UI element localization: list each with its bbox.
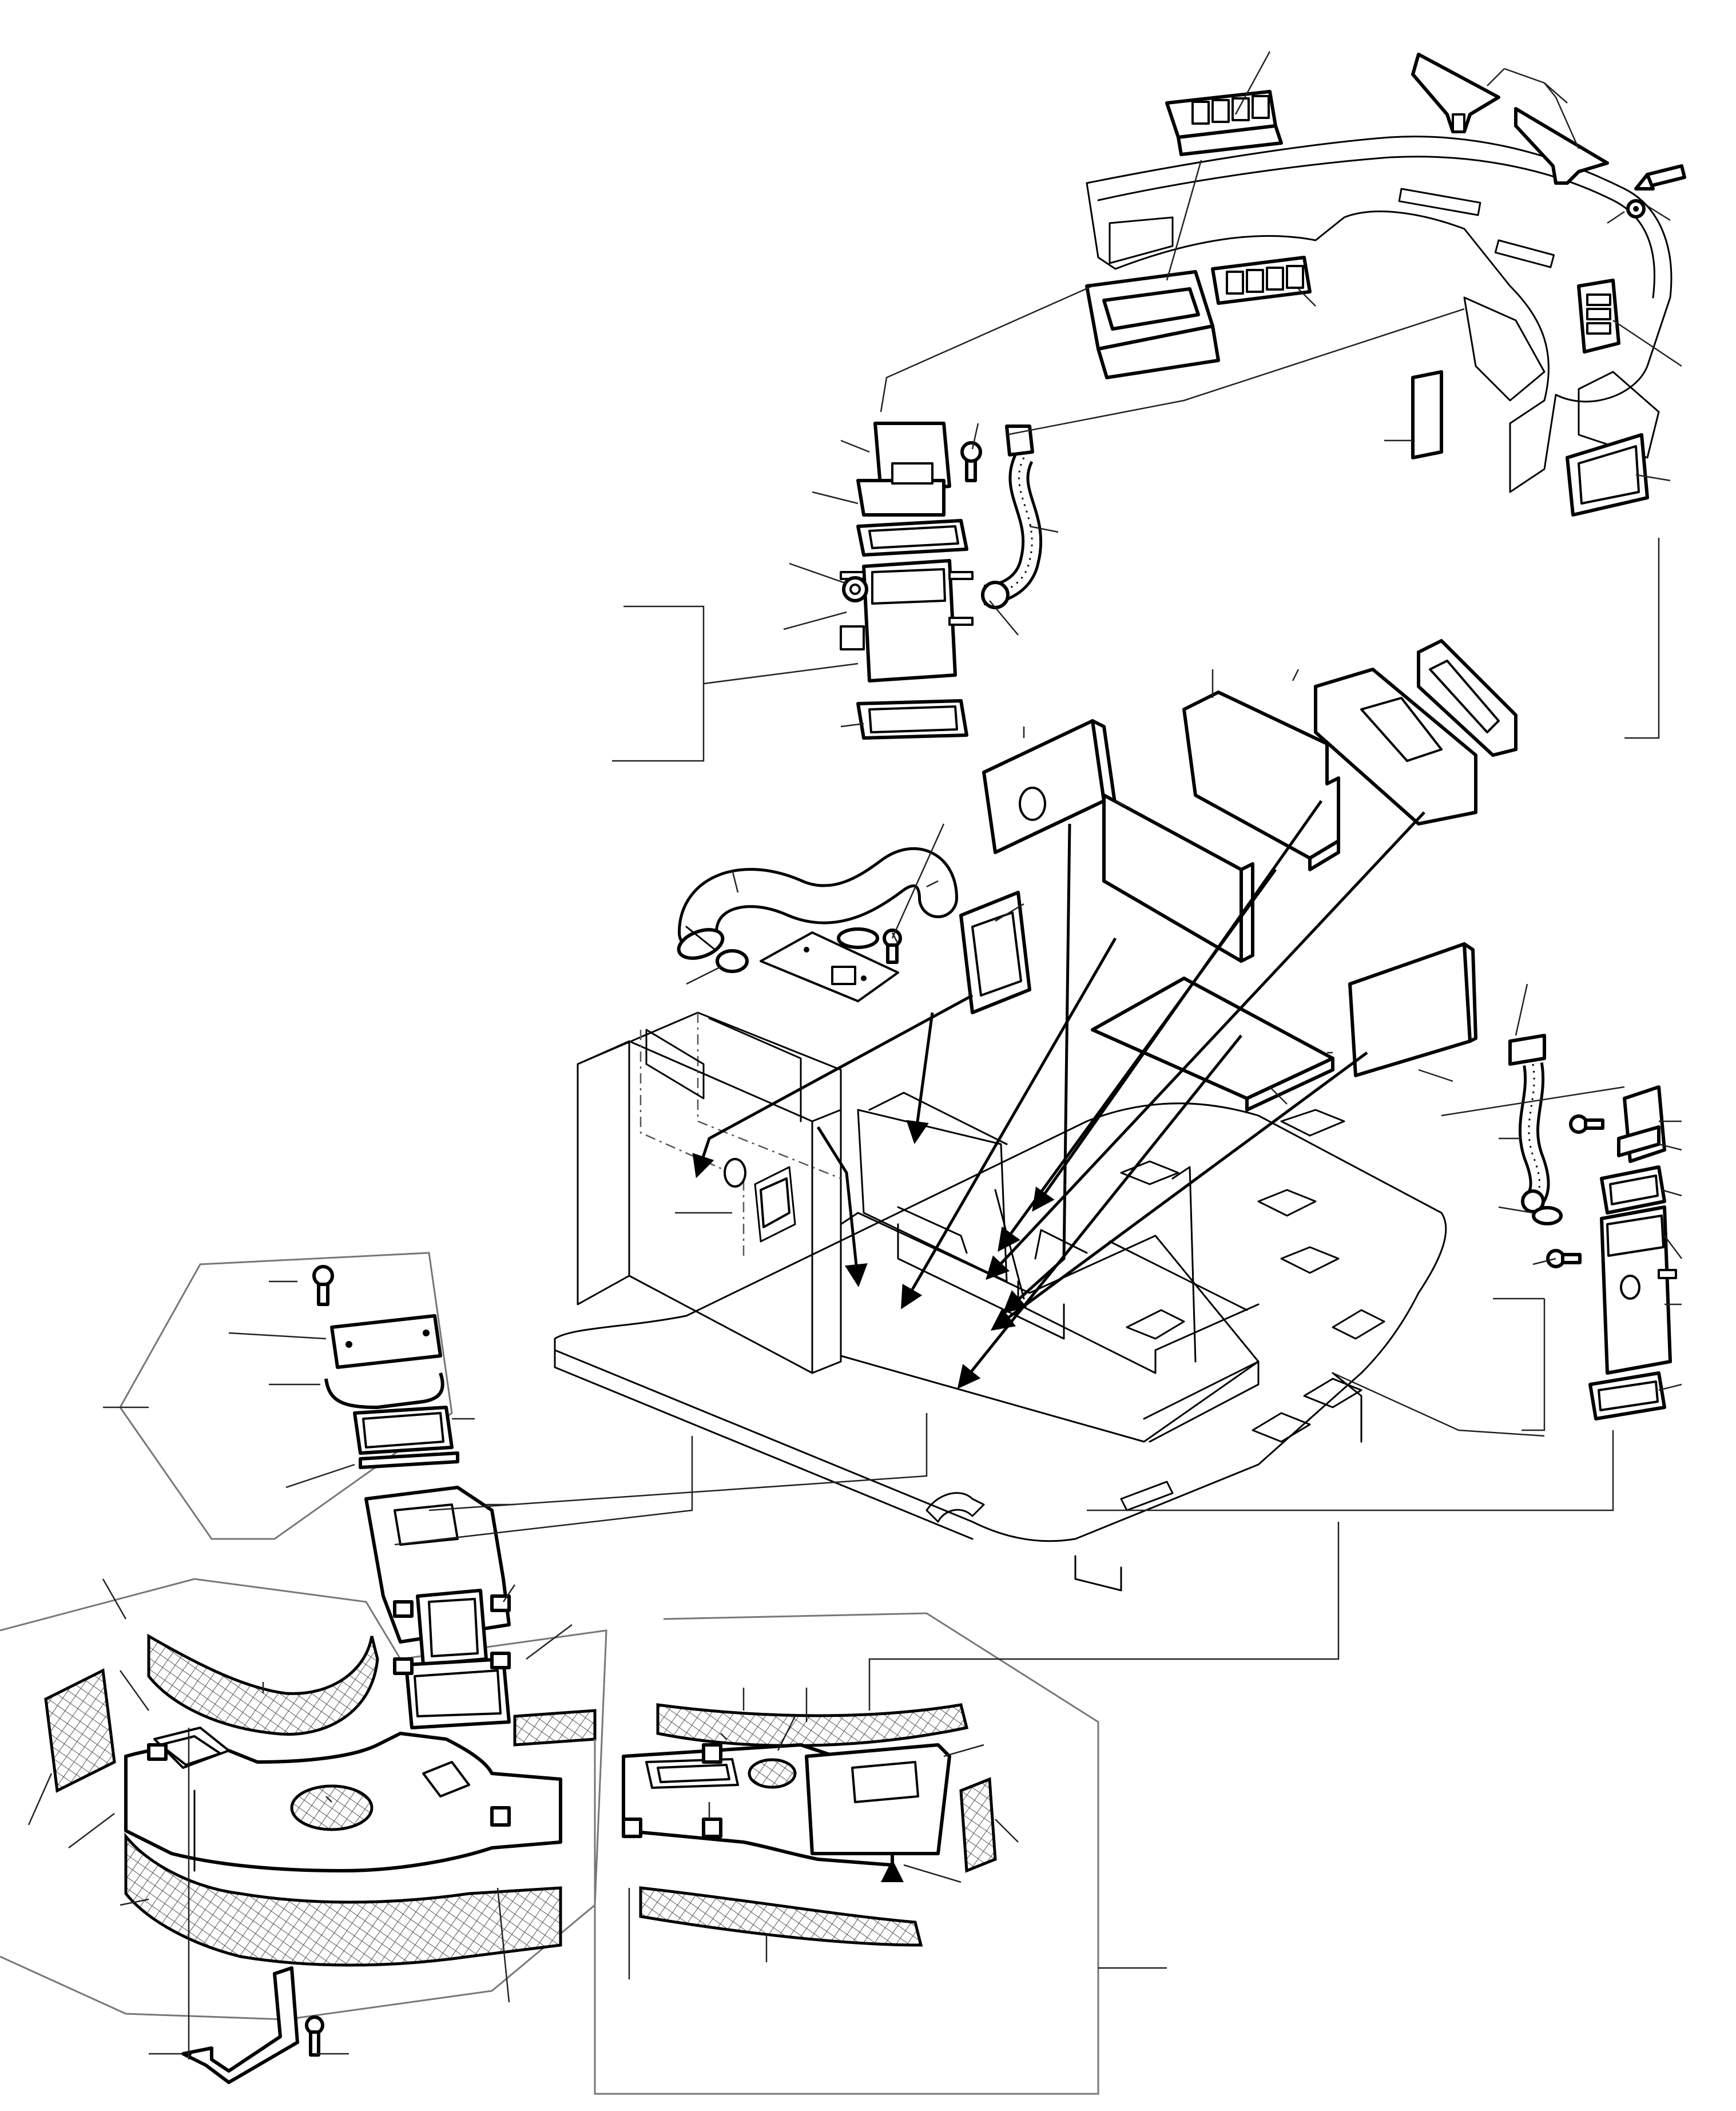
- floor-cutout-2: [1120, 1481, 1174, 1511]
- hose-clamp-left: [716, 949, 749, 973]
- dashboard-outline: [1086, 136, 1673, 493]
- straight-duct: [622, 1743, 951, 1867]
- bracket-plate: [330, 1314, 442, 1369]
- floor-cutout-4: [1303, 1378, 1362, 1408]
- defroster-nozzle-right: [1514, 107, 1609, 185]
- right-duct-stack: [1493, 538, 1677, 1431]
- left-lower-border: [0, 1578, 607, 2021]
- insulation-strip-bottom: [639, 1886, 923, 1947]
- filter-pad: [959, 1777, 997, 1873]
- nozzle: [1508, 1034, 1546, 1066]
- support-bracket: [181, 1966, 299, 2084]
- panel-window: [1314, 668, 1477, 826]
- floor-cutout-8: [1120, 1160, 1179, 1185]
- vent-grille-left: [1165, 90, 1283, 156]
- dash-slot-left: [1398, 188, 1481, 216]
- clamp-right: [1532, 1206, 1563, 1225]
- leader-lines: [27, 51, 1682, 2060]
- rect-outlet: [1085, 270, 1220, 379]
- floor-cutout-9: [1332, 1309, 1385, 1340]
- flow-arrows: [692, 800, 1425, 1389]
- left-lower-duct: [0, 1486, 607, 2084]
- group-bracket-upper: [612, 605, 705, 762]
- insulation-strip-top: [656, 1703, 969, 1747]
- nozzle-top-right: [1617, 1085, 1666, 1163]
- left-bracket-inset: [119, 1252, 459, 1540]
- right-lower-duct: [594, 1612, 1099, 2095]
- trim-piece: [1411, 370, 1443, 459]
- bolt-right: [1569, 1114, 1604, 1134]
- hose-clamp-right: [837, 927, 879, 949]
- floor-plate: [554, 1102, 1447, 1542]
- u-clamp: [324, 1372, 444, 1409]
- flexible-hose: [981, 424, 1043, 609]
- floor-cutout-10: [1126, 1309, 1185, 1340]
- duct-body-right: [1600, 1205, 1677, 1375]
- riser: [364, 1486, 511, 1729]
- dashboard-inner: [1097, 156, 1655, 299]
- heater-box: [677, 847, 1031, 1014]
- console-housing: [577, 1011, 842, 1374]
- floor-cutout-7: [1280, 1109, 1345, 1137]
- bolt-small: [960, 441, 982, 482]
- duct-body: [840, 559, 974, 682]
- clip: [842, 576, 868, 602]
- duct-head: [856, 422, 951, 517]
- dash-side-panel: [1463, 296, 1546, 402]
- floor-base: [554, 1011, 1447, 1592]
- cover-plate: [760, 931, 899, 1002]
- right-gasket: [1566, 433, 1649, 517]
- screw: [1634, 164, 1686, 191]
- floor-cutout-1: [925, 1492, 985, 1523]
- insulation-pad-left: [44, 1668, 116, 1793]
- dash-corner: [1578, 371, 1660, 459]
- insulation-curve-bottom: [124, 1832, 562, 1967]
- square-gasket: [959, 891, 1031, 1014]
- dashboard-group: [1085, 53, 1686, 517]
- vent-grille-center: [1211, 256, 1312, 305]
- dash-slot-right: [1494, 239, 1555, 268]
- main-hose: [677, 847, 958, 960]
- floor-cutout-3: [1252, 1412, 1311, 1443]
- dash-vent-opening: [1109, 216, 1174, 264]
- washer-hole: [1633, 206, 1639, 212]
- panel-with-hole: [982, 719, 1117, 854]
- defroster-nozzle-left: [1411, 53, 1500, 133]
- insulation-panels: [982, 639, 1517, 1112]
- panel-notched: [1182, 691, 1340, 871]
- upper-duct-stack: [840, 422, 1043, 740]
- bolt-right-2: [1546, 1249, 1582, 1268]
- inset-bolt: [312, 1265, 334, 1306]
- filter-frame: [1417, 639, 1517, 757]
- curved-duct: [124, 1727, 562, 1872]
- bolt-heater: [883, 928, 902, 964]
- seal-strip: [359, 1451, 459, 1469]
- tunnel: [840, 1092, 1260, 1443]
- floor-cutout-6: [1257, 1189, 1317, 1217]
- insulation-pad-right: [513, 1709, 597, 1747]
- panel-flat: [1091, 977, 1334, 1112]
- support-bolt: [305, 2015, 324, 2057]
- right-lower-border: [594, 1612, 1099, 2095]
- panel-small: [1348, 942, 1477, 1077]
- panel-large: [1102, 793, 1254, 963]
- floor-cutout-5: [1280, 1246, 1340, 1274]
- side-vent: [1577, 279, 1620, 354]
- flexible-hose-right: [1519, 1062, 1550, 1213]
- insulation-curve-top: [147, 1633, 379, 1736]
